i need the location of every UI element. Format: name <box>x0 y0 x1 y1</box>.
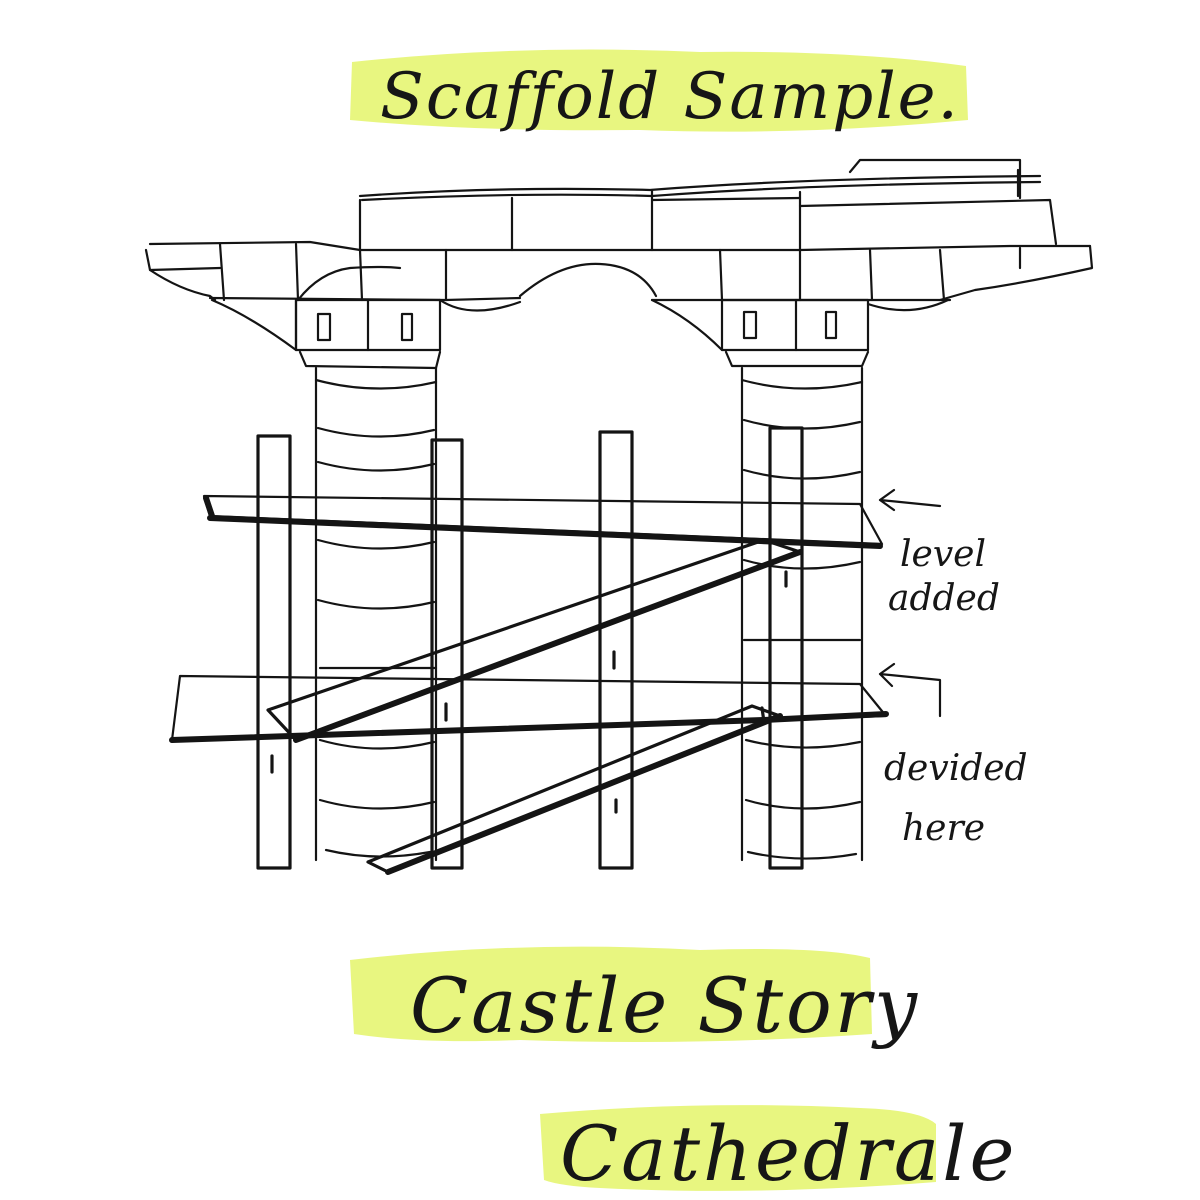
footer-line-2: Cathedrale <box>560 1109 1018 1198</box>
annotations: level added devided here <box>884 534 1028 849</box>
upper-ramp <box>266 538 802 742</box>
arrow-level-added <box>878 488 942 512</box>
footer-line-1: Castle Story <box>410 961 920 1050</box>
sketch-title: Scaffold Sample. <box>380 60 960 134</box>
scaffold-poles <box>256 426 804 870</box>
footer-highlight-1 <box>350 946 872 1042</box>
footer-highlight-2 <box>540 1105 936 1191</box>
footer-block: Castle Story Cathedrale <box>350 946 1018 1198</box>
divided-label-1: devided <box>884 748 1028 789</box>
title-highlight <box>350 49 968 132</box>
divided-label-2: here <box>902 808 985 849</box>
scaffold-pole-3 <box>598 430 634 870</box>
upper-platform <box>202 494 884 549</box>
scaffold-pole-1 <box>256 434 292 870</box>
arrow-divided <box>878 662 942 718</box>
scaffold-ramps <box>266 538 803 875</box>
stone-column-left <box>314 366 438 862</box>
scaffold-pole-4 <box>768 426 804 870</box>
annotation-arrows <box>878 488 942 718</box>
stone-wall <box>144 158 1094 370</box>
title-block: Scaffold Sample. <box>350 49 968 134</box>
level-added-label-2: added <box>888 578 1000 619</box>
lower-platform <box>169 674 889 743</box>
level-added-label-1: level <box>900 534 986 575</box>
